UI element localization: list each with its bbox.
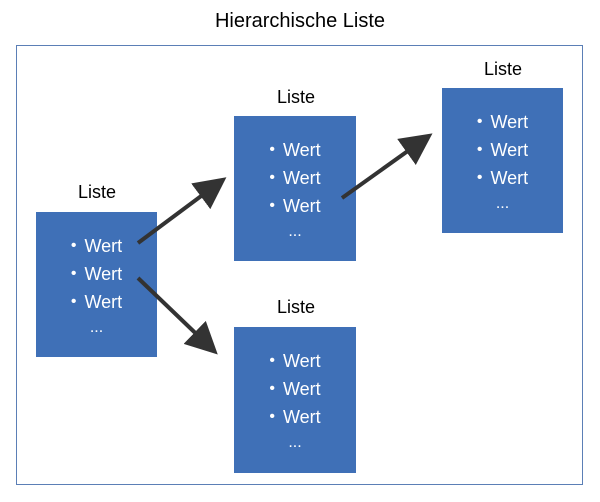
list-caption-grandchild: Liste	[483, 59, 523, 79]
list-item: •Wert	[36, 260, 157, 288]
bullet-icon: •	[70, 237, 77, 254]
list-item: •Wert	[234, 192, 356, 220]
bullet-icon: •	[269, 141, 275, 158]
list-item: •Wert	[36, 288, 157, 316]
list-more-indicator: ...	[288, 434, 302, 451]
bullet-icon: •	[269, 408, 275, 425]
list-item: •Wert	[234, 403, 356, 431]
list-item: •Wert	[442, 108, 563, 136]
list-box-grandchild: •Wert •Wert •Wert ...	[442, 88, 563, 233]
list-item: •Wert	[234, 375, 356, 403]
bullet-icon: •	[269, 352, 275, 369]
bullet-icon: •	[476, 113, 483, 130]
list-more-indicator: ...	[288, 223, 302, 240]
list-box-root: •Wert •Wert •Wert ...	[36, 212, 157, 357]
bullet-icon: •	[70, 293, 77, 310]
list-item: •Wert	[234, 136, 356, 164]
list-box-child-bottom: •Wert •Wert •Wert ...	[234, 327, 356, 473]
list-item: •Wert	[36, 232, 157, 260]
bullet-icon: •	[476, 141, 483, 158]
bullet-icon: •	[70, 265, 77, 282]
list-more-indicator: ...	[495, 195, 510, 212]
bullet-icon: •	[269, 169, 275, 186]
list-caption-child-top: Liste	[276, 87, 316, 107]
list-item: •Wert	[442, 164, 563, 192]
list-item: •Wert	[442, 136, 563, 164]
bullet-icon: •	[476, 169, 483, 186]
bullet-icon: •	[269, 197, 275, 214]
list-item: •Wert	[234, 164, 356, 192]
list-more-indicator: ...	[89, 319, 104, 336]
diagram-frame	[16, 45, 583, 485]
list-caption-child-bottom: Liste	[276, 297, 316, 317]
list-box-child-top: •Wert •Wert •Wert ...	[234, 116, 356, 261]
diagram-title: Hierarchische Liste	[214, 10, 386, 32]
bullet-icon: •	[269, 380, 275, 397]
list-caption-root: Liste	[77, 182, 117, 202]
list-item: •Wert	[234, 347, 356, 375]
